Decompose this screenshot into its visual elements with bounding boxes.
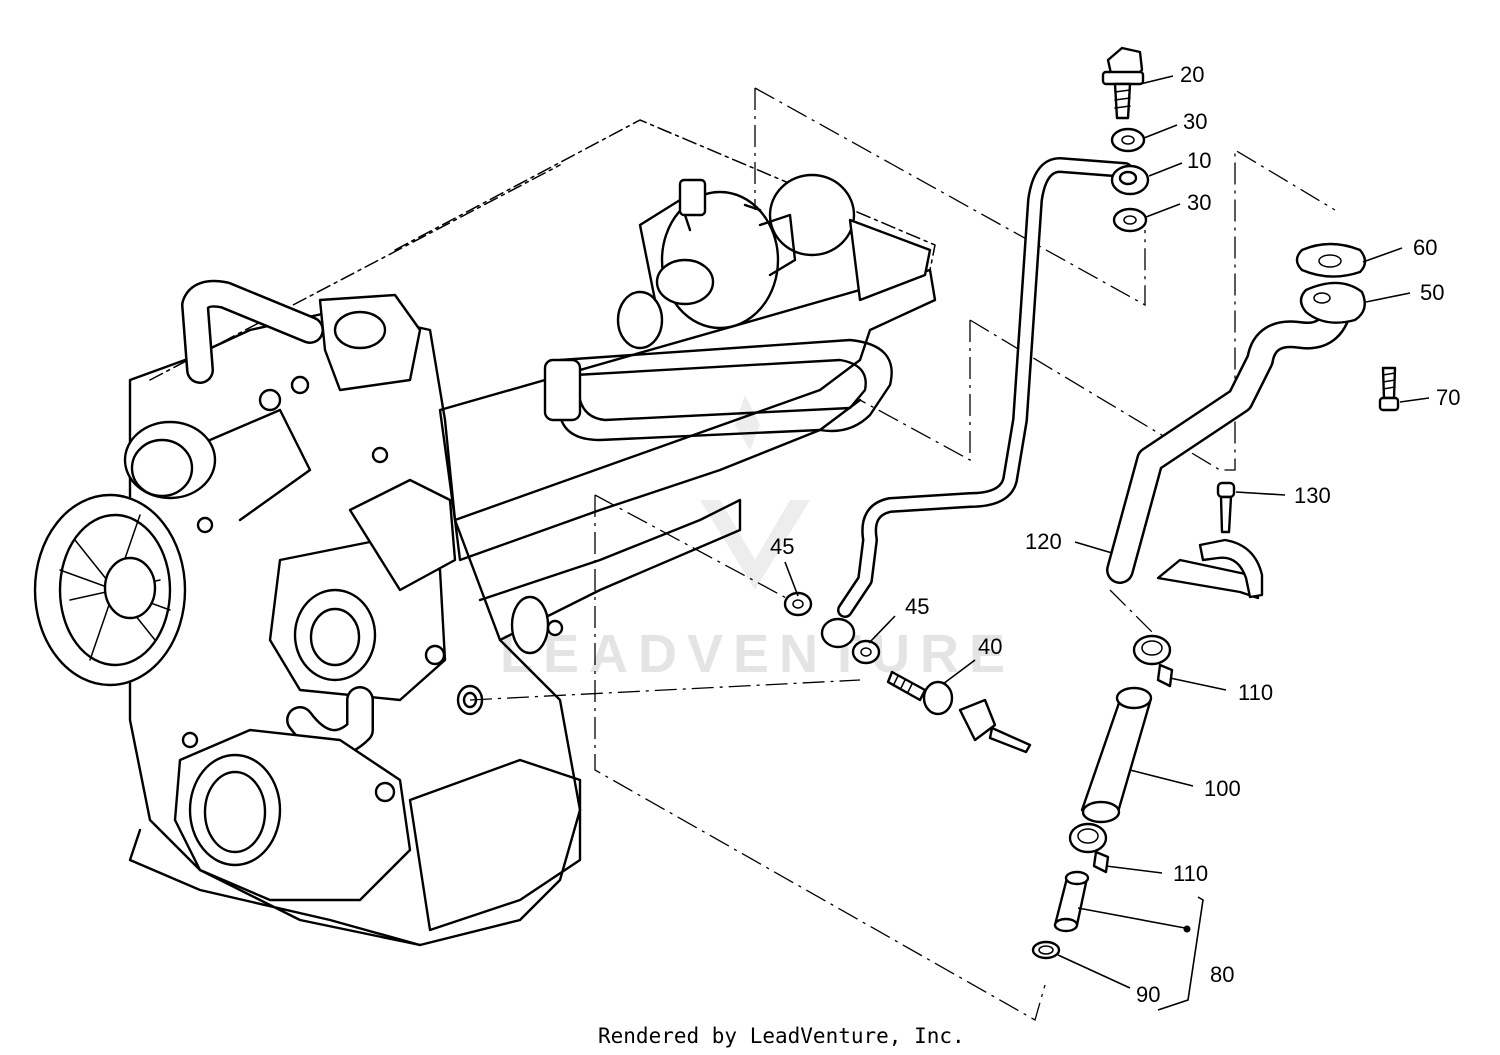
banjo-fitting-10 (1110, 164, 1150, 196)
callout-130: 130 (1294, 483, 1331, 508)
watermark: LEADVENTURE (500, 395, 1015, 684)
reference-dot (1183, 925, 1191, 933)
hose-clamp-110-top (1132, 634, 1174, 688)
callout-60: 60 (1413, 235, 1437, 260)
callout-80: 80 (1210, 962, 1234, 987)
callout-30-bottom: 30 (1187, 190, 1211, 215)
washer-30-top (1110, 127, 1146, 153)
credit-text: Rendered by LeadVenture, Inc. (598, 1024, 965, 1048)
banjo-bolt-40 (886, 670, 1032, 754)
leader-lines (784, 75, 1430, 1011)
flange-50 (1299, 281, 1366, 324)
engine-block (33, 119, 937, 947)
callout-110-bottom: 110 (1173, 861, 1208, 886)
hose-clamp-110-bottom (1068, 822, 1110, 874)
clamp-130 (1198, 481, 1264, 599)
callout-10: 10 (1187, 148, 1211, 173)
callout-100: 100 (1204, 776, 1241, 801)
o-ring-90 (1031, 940, 1061, 960)
pipe-end-fitting (820, 617, 856, 649)
callout-45-right: 45 (905, 594, 929, 619)
callout-labels: 20 30 10 30 60 50 70 130 120 45 45 40 11… (770, 62, 1460, 1007)
callout-70: 70 (1436, 385, 1460, 410)
callout-20: 20 (1180, 62, 1204, 87)
washer-30-bottom (1112, 207, 1148, 233)
hose-100 (1080, 686, 1153, 824)
watermark-text: LEADVENTURE (500, 624, 1015, 684)
callout-30-top: 30 (1183, 109, 1207, 134)
reference-lines (469, 87, 1336, 1021)
callout-110-top: 110 (1238, 680, 1273, 705)
callout-50: 50 (1420, 280, 1444, 305)
bolt-20 (1101, 46, 1145, 120)
washer-45-left (783, 591, 813, 617)
bolt-70 (1378, 366, 1400, 412)
callout-45-left: 45 (770, 534, 794, 559)
tube-80 (1053, 870, 1090, 933)
callout-90: 90 (1136, 982, 1160, 1007)
gasket-60 (1295, 242, 1367, 278)
pipe-120 (837, 157, 1354, 618)
washer-45-right (851, 639, 881, 665)
callout-40: 40 (978, 634, 1002, 659)
callout-120: 120 (1025, 529, 1062, 554)
